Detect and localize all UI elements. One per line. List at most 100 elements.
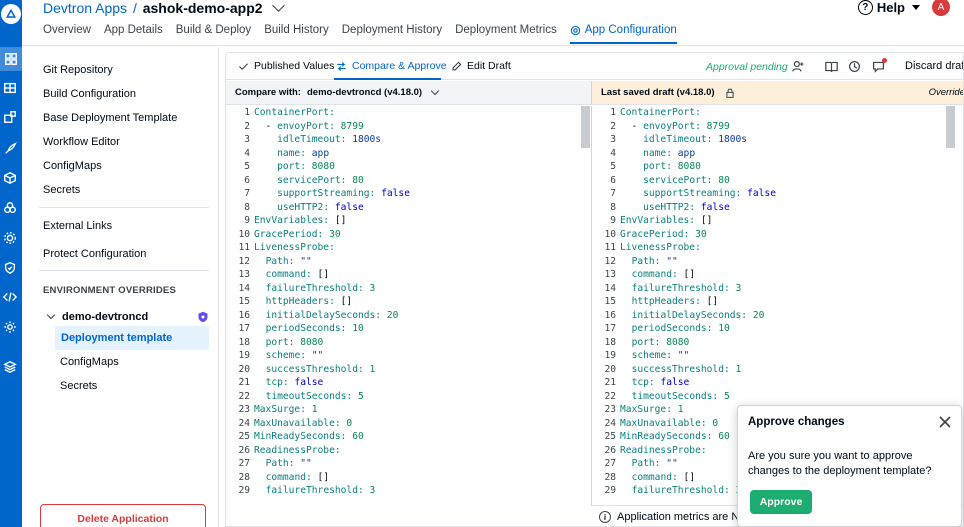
code-indent — [254, 458, 266, 469]
breadcrumb-devtron-apps[interactable]: Devtron Apps — [43, 0, 128, 16]
layers-icon[interactable] — [3, 360, 19, 376]
sidebar-item-base-deployment-template[interactable]: Base Deployment Template — [43, 112, 178, 124]
yaml-value: 1800s — [346, 134, 382, 145]
help-menu[interactable]: ? Help — [857, 0, 920, 15]
tab-deployment-history[interactable]: Deployment History — [341, 24, 443, 36]
yaml-value: 3 — [729, 282, 742, 294]
code-indent — [254, 134, 277, 145]
code-indent — [254, 377, 266, 388]
tab-build-history[interactable]: Build History — [264, 24, 329, 36]
code-line: 17 periodSeconds: 10 — [592, 322, 963, 336]
sidebar-item-build-configuration[interactable]: Build Configuration — [43, 88, 136, 100]
user-avatar[interactable]: A — [932, 0, 950, 16]
yaml-key: successThreshold: — [631, 363, 730, 375]
yaml-key: Path: — [265, 255, 295, 267]
code-indent — [620, 485, 632, 496]
code-indent: - — [254, 120, 278, 132]
tab-overview[interactable]: Overview — [43, 24, 91, 36]
approvers-icon[interactable] — [792, 60, 805, 73]
line-number: 10 — [238, 228, 250, 240]
devtron-logo[interactable] — [1, 4, 21, 24]
deploy-rocket-icon[interactable] — [3, 142, 19, 158]
yaml-key: GracePeriod: — [254, 228, 324, 240]
yaml-key: httpHeaders: — [265, 296, 335, 307]
comments-icon[interactable] — [872, 58, 887, 73]
line-number: 6 — [244, 174, 250, 186]
env-item-demo-devtroncd[interactable]: demo-devtroncd — [43, 309, 213, 325]
resource-browser-icon[interactable] — [3, 110, 19, 126]
line-number: 16 — [238, 309, 250, 321]
help-label: Help — [876, 0, 905, 15]
settings-gear-icon[interactable] — [3, 320, 19, 336]
sidebar-item-env-secrets[interactable]: Secrets — [60, 380, 98, 392]
shield-icon[interactable] — [3, 261, 19, 277]
line-number: 7 — [244, 188, 250, 199]
yaml-key: name: — [277, 147, 306, 159]
approve-button[interactable]: Approve — [750, 490, 812, 514]
tab-app-configuration[interactable]: App Configuration — [569, 24, 677, 44]
compare-with-select[interactable]: demo-devtroncd (v4.18.0) — [306, 87, 423, 98]
sidebar-item-protect-configuration[interactable]: Protect Configuration — [43, 248, 147, 260]
scrollbar-right[interactable] — [946, 106, 955, 148]
line-number: 14 — [604, 282, 616, 294]
tab-app-details[interactable]: App Details — [103, 24, 163, 36]
yaml-key: MaxUnavailable: — [620, 417, 707, 429]
tab-published-values[interactable]: Published Values — [238, 60, 334, 72]
yaml-key: useHTTP2: — [277, 201, 330, 213]
code-line: 28 command: [] — [592, 471, 963, 485]
app-title: Devtron Apps / ashok-demo-app2 — [43, 0, 286, 16]
sidebar-item-secrets[interactable]: Secrets — [43, 184, 81, 196]
yaml-key: EnvVariables: — [620, 215, 696, 226]
line-number: 12 — [238, 255, 250, 267]
security-gear-icon[interactable] — [3, 231, 19, 247]
chevron-down-icon[interactable] — [430, 86, 440, 95]
tab-build-deploy[interactable]: Build & Deploy — [175, 24, 252, 36]
sidebar-item-env-configmaps[interactable]: ConfigMaps — [60, 356, 119, 368]
history-icon[interactable] — [848, 60, 861, 73]
yaml-key: Path: — [265, 458, 295, 469]
sidebar-item-configmaps[interactable]: ConfigMaps — [43, 160, 102, 172]
yaml-value: 30 — [323, 228, 341, 240]
app-groups-icon[interactable] — [3, 81, 19, 97]
tab-compare-approve[interactable]: Compare & Approve — [336, 60, 447, 72]
code-indent — [620, 256, 632, 267]
code-line: 2 - envoyPort: 8799 — [592, 120, 963, 134]
line-number: 18 — [238, 336, 250, 348]
code-line: 13 command: [] — [592, 268, 963, 282]
line-number: 20 — [604, 363, 616, 375]
scrollbar-left[interactable] — [581, 106, 590, 148]
sidebar-item-external-links[interactable]: External Links — [43, 220, 113, 232]
code-line: 3 idleTimeout: 1800s — [592, 133, 963, 147]
yaml-value: 1 — [729, 363, 742, 375]
sidebar-item-deployment-template[interactable]: Deployment template — [55, 326, 209, 350]
chart-store-icon[interactable] — [3, 201, 19, 217]
discard-draft-button[interactable]: Discard draft — [905, 60, 964, 72]
yaml-value: "" — [306, 350, 324, 361]
line-number: 24 — [238, 417, 250, 429]
line-number: 8 — [610, 201, 616, 213]
yaml-key: port: — [277, 161, 306, 172]
cube-icon[interactable] — [3, 171, 19, 187]
close-icon[interactable] — [939, 416, 951, 428]
code-icon[interactable] — [2, 290, 19, 306]
line-number: 28 — [238, 471, 250, 483]
modal-body: Are you sure you want to approve changes… — [748, 450, 932, 477]
apps-grid-icon[interactable] — [0, 47, 22, 71]
yaml-key: failureThreshold: — [265, 282, 364, 294]
delete-application-button[interactable]: Delete Application — [40, 504, 206, 527]
readme-book-icon[interactable] — [825, 60, 838, 73]
line-number: 2 — [244, 120, 250, 132]
app-switcher-chevron-icon[interactable] — [272, 0, 286, 12]
approval-status: Approval pending — [706, 61, 788, 73]
sidebar-item-git-repository[interactable]: Git Repository — [43, 64, 113, 76]
tab-deployment-metrics[interactable]: Deployment Metrics — [455, 24, 557, 36]
yaml-value: "" — [672, 350, 690, 361]
tab-edit-draft[interactable]: Edit Draft — [451, 60, 511, 72]
sidebar-item-workflow-editor[interactable]: Workflow Editor — [43, 136, 120, 148]
code-indent — [620, 148, 643, 159]
